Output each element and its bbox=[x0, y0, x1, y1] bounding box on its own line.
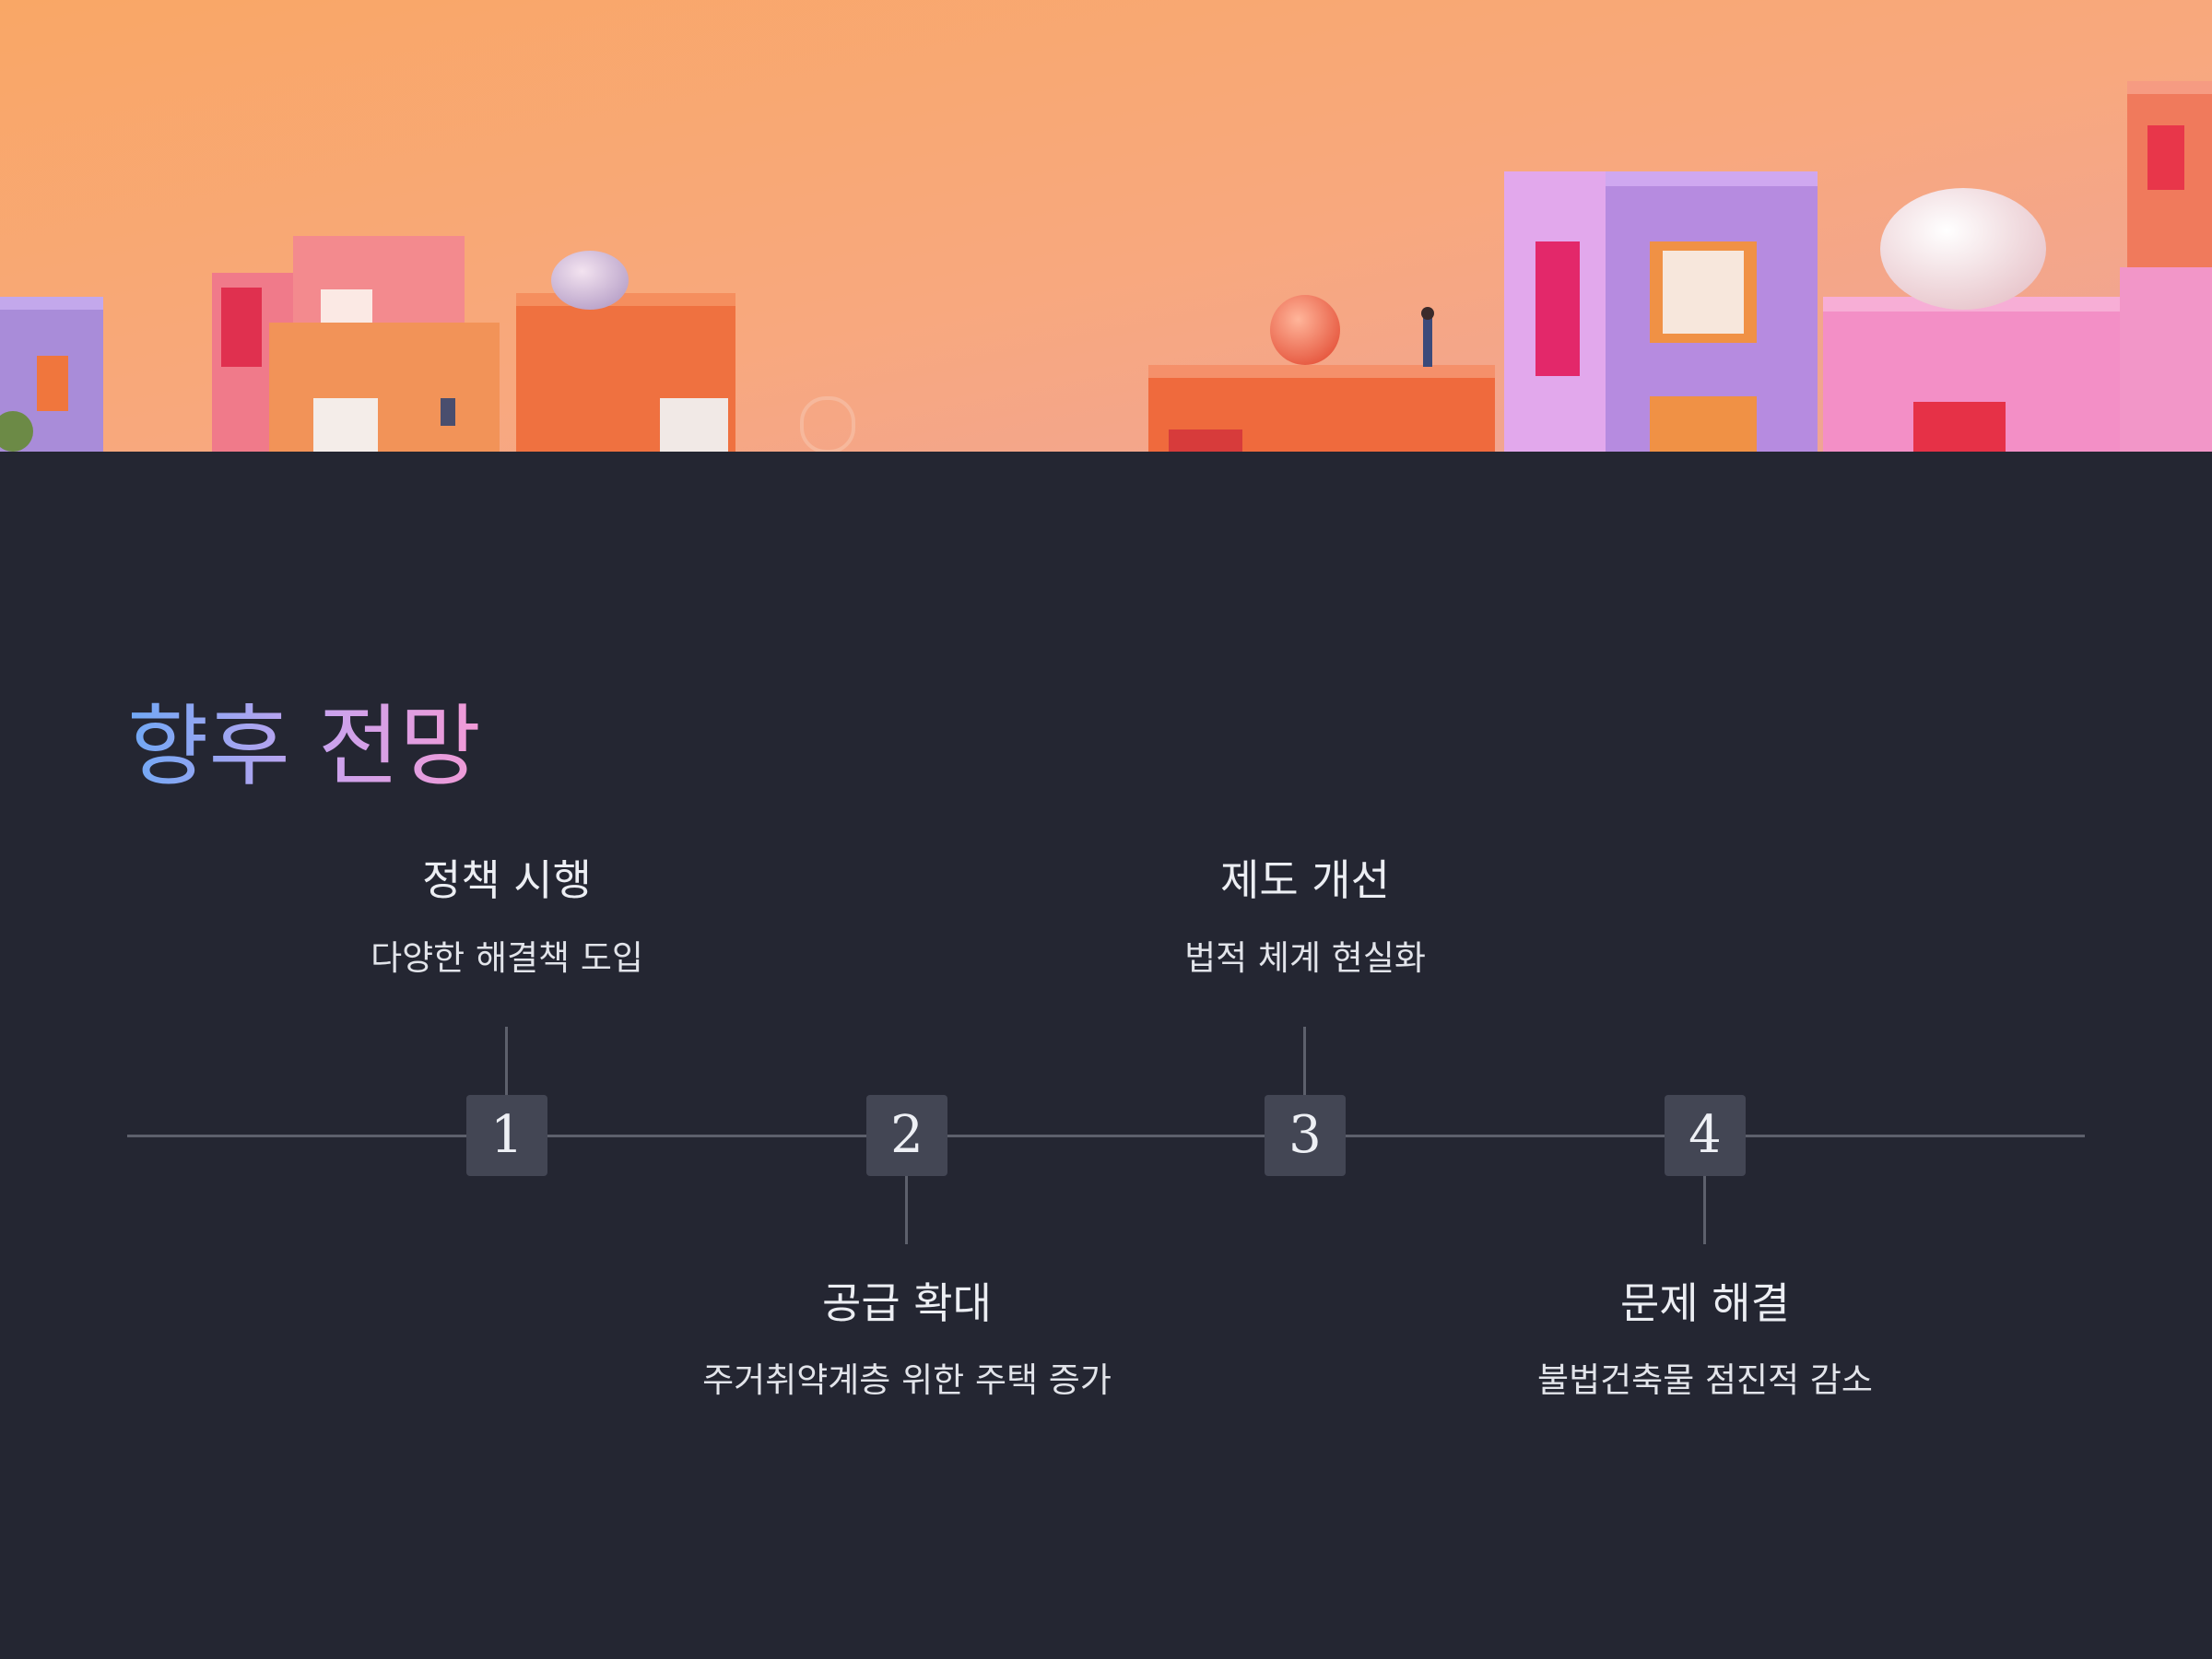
step-number-marker: 4 bbox=[1665, 1095, 1746, 1176]
timeline-axis bbox=[127, 1135, 2085, 1137]
step-title: 문제 해결 bbox=[1620, 1278, 1790, 1328]
step-title: 제도 개선 bbox=[1220, 855, 1390, 905]
step-connector bbox=[905, 1176, 908, 1244]
step-connector bbox=[1703, 1176, 1706, 1244]
step-number-marker: 2 bbox=[866, 1095, 947, 1176]
hero-image bbox=[0, 0, 2212, 452]
step-number-marker: 3 bbox=[1265, 1095, 1346, 1176]
step-title: 정책 시행 bbox=[422, 855, 592, 905]
step-description: 법적 체계 현실화 bbox=[1184, 938, 1426, 978]
page-title: 향후 전망 bbox=[127, 687, 481, 806]
step-title: 공급 확대 bbox=[822, 1278, 992, 1328]
step-description: 주거취약계층 위한 주택 증가 bbox=[702, 1360, 1112, 1400]
step-connector bbox=[505, 1027, 508, 1095]
step-description: 다양한 해결책 도입 bbox=[371, 938, 643, 978]
step-connector bbox=[1303, 1027, 1306, 1095]
step-number-marker: 1 bbox=[466, 1095, 547, 1176]
step-description: 불법건축물 점진적 감소 bbox=[1537, 1360, 1873, 1400]
